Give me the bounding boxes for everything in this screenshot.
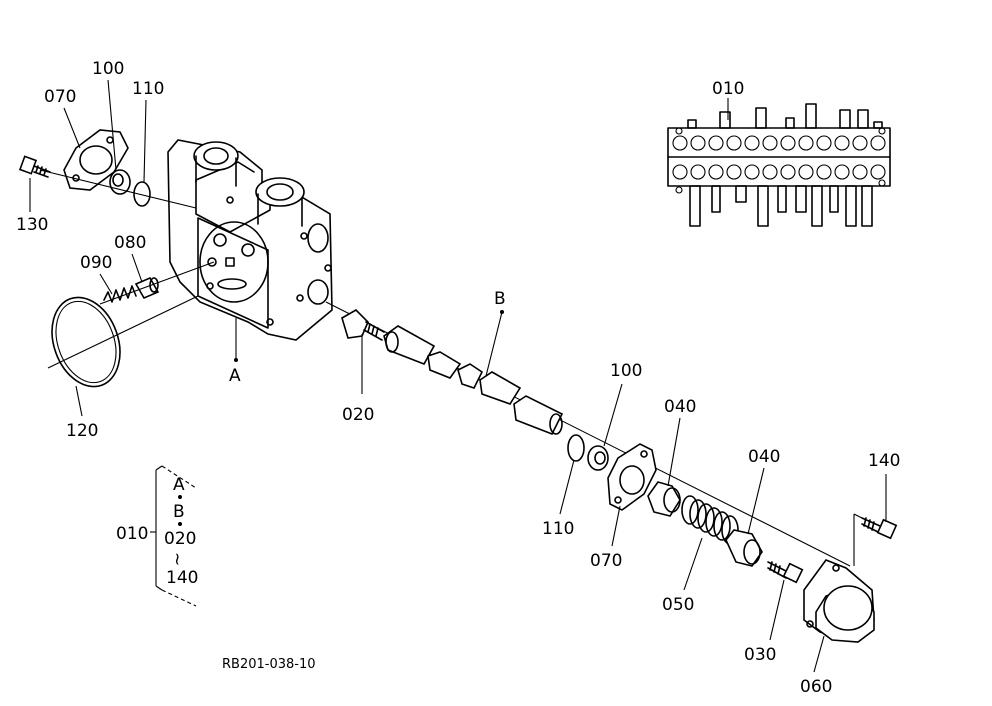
label-120: 120: [66, 421, 98, 441]
spring-090: [103, 285, 137, 303]
legend-item-020: 020: [164, 529, 196, 549]
label-110-right: 110: [542, 519, 574, 539]
label-030: 030: [744, 645, 776, 665]
label-070-right: 070: [590, 551, 622, 571]
bolt-030: [767, 561, 804, 584]
label-080: 080: [114, 233, 146, 253]
spring-seat-040-a: [647, 481, 681, 517]
flange-070-left: [63, 129, 129, 191]
legend-item-A: A: [173, 475, 185, 495]
label-020: 020: [342, 405, 374, 425]
flange-070-right: [607, 443, 657, 511]
label-060: 060: [800, 677, 832, 697]
seal-100-left: [109, 169, 131, 195]
legend-item-140: 140: [166, 568, 198, 588]
label-130: 130: [16, 215, 48, 235]
label-100-left: 100: [92, 59, 124, 79]
plug-080: [134, 276, 160, 300]
valve-assembly-thumbnail: [667, 103, 891, 227]
label-070-left: 070: [44, 87, 76, 107]
legend-range-tilde: ~: [167, 552, 187, 566]
label-090: 090: [80, 253, 112, 273]
label-010-thumbnail: 010: [712, 79, 744, 99]
label-040-a: 040: [664, 397, 696, 417]
seal-100-right: [587, 445, 609, 471]
label-040-b: 040: [748, 447, 780, 467]
spring-050: [681, 495, 739, 545]
valve-body: [167, 139, 333, 341]
legend-item-B: B: [173, 502, 185, 522]
legend-bracket: [150, 465, 197, 607]
label-140: 140: [868, 451, 900, 471]
o-ring-120: [51, 296, 121, 388]
label-050: 050: [662, 595, 694, 615]
bolt-140: [861, 517, 898, 540]
spring-seat-040-b: [725, 529, 763, 567]
cover-060: [803, 559, 875, 643]
legend-group: 010: [116, 524, 148, 544]
label-110-left: 110: [132, 79, 164, 99]
label-A: A: [229, 366, 241, 386]
bolt-130: [18, 155, 51, 178]
label-B: B: [494, 289, 506, 309]
reference-code: RB201-038-10: [222, 657, 316, 672]
label-100-right: 100: [610, 361, 642, 381]
o-ring-110-left: [133, 181, 151, 207]
spool-020: [341, 309, 564, 436]
o-ring-110-right: [567, 434, 585, 462]
